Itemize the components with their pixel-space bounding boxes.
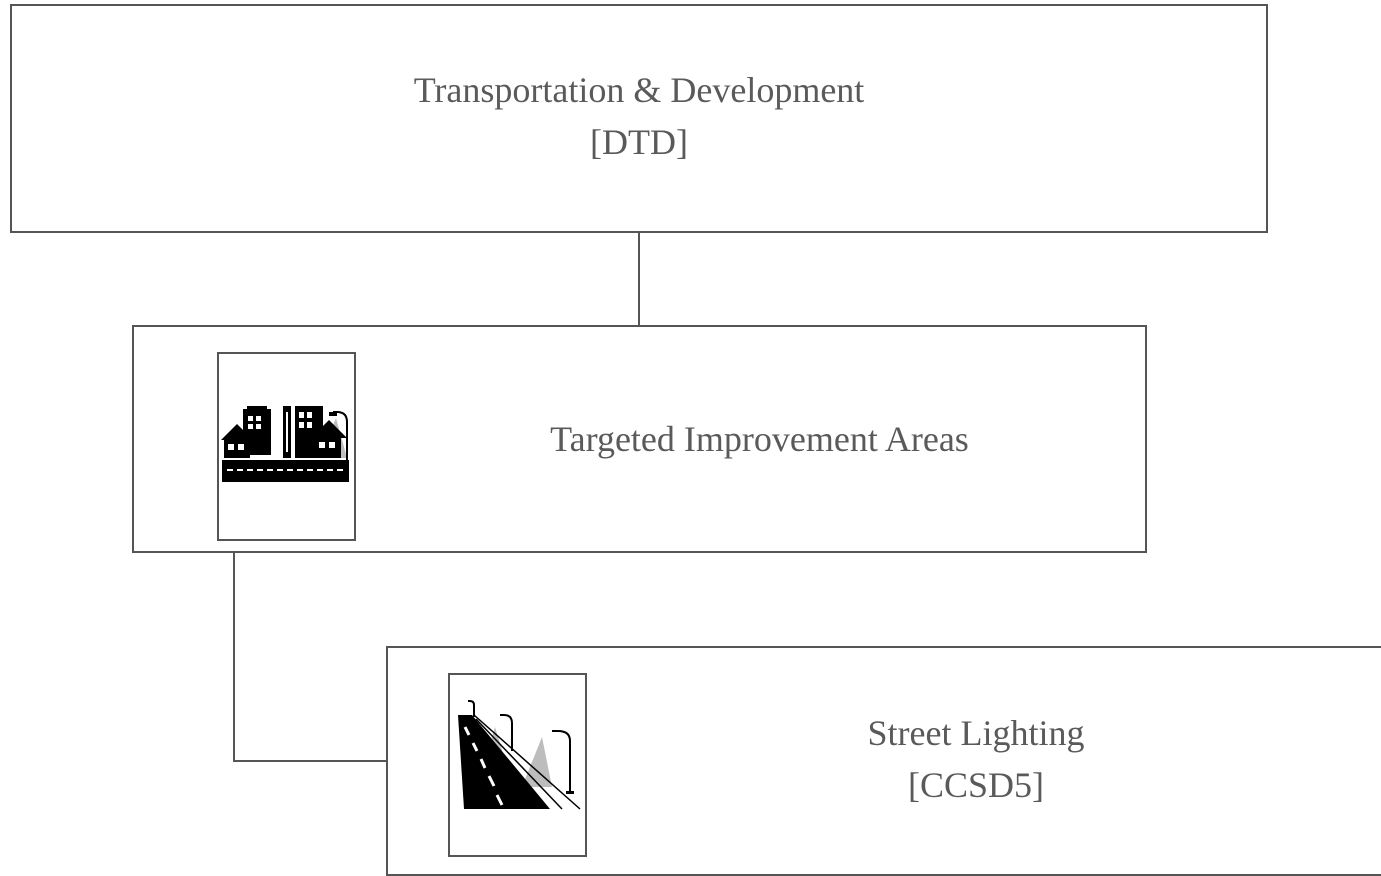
street-lighting-icon <box>458 700 581 810</box>
node-child-title: Targeted Improvement Areas <box>550 419 969 459</box>
connector-child-to-grandchild-horizontal <box>233 760 388 762</box>
node-grandchild-icon-frame <box>448 673 587 857</box>
node-child: Targeted Improvement Areas <box>132 325 1147 553</box>
node-root-title: Transportation & Development <box>413 70 865 110</box>
node-child-icon-frame <box>217 352 356 541</box>
connector-child-to-grandchild-vertical <box>233 551 235 762</box>
node-root-code: [DTD] <box>590 122 688 162</box>
city-street-icon <box>221 406 349 482</box>
node-grandchild-label: Street Lighting [CCSD5] <box>748 707 1204 811</box>
node-grandchild: Street Lighting [CCSD5] <box>386 646 1381 876</box>
node-root-label: Transportation & Development [DTD] <box>12 64 1266 168</box>
node-grandchild-code: [CCSD5] <box>907 765 1045 805</box>
connector-root-to-child <box>638 231 640 327</box>
node-root: Transportation & Development [DTD] <box>10 4 1268 233</box>
node-child-label: Targeted Improvement Areas <box>394 413 1125 465</box>
node-grandchild-title: Street Lighting <box>867 713 1085 753</box>
